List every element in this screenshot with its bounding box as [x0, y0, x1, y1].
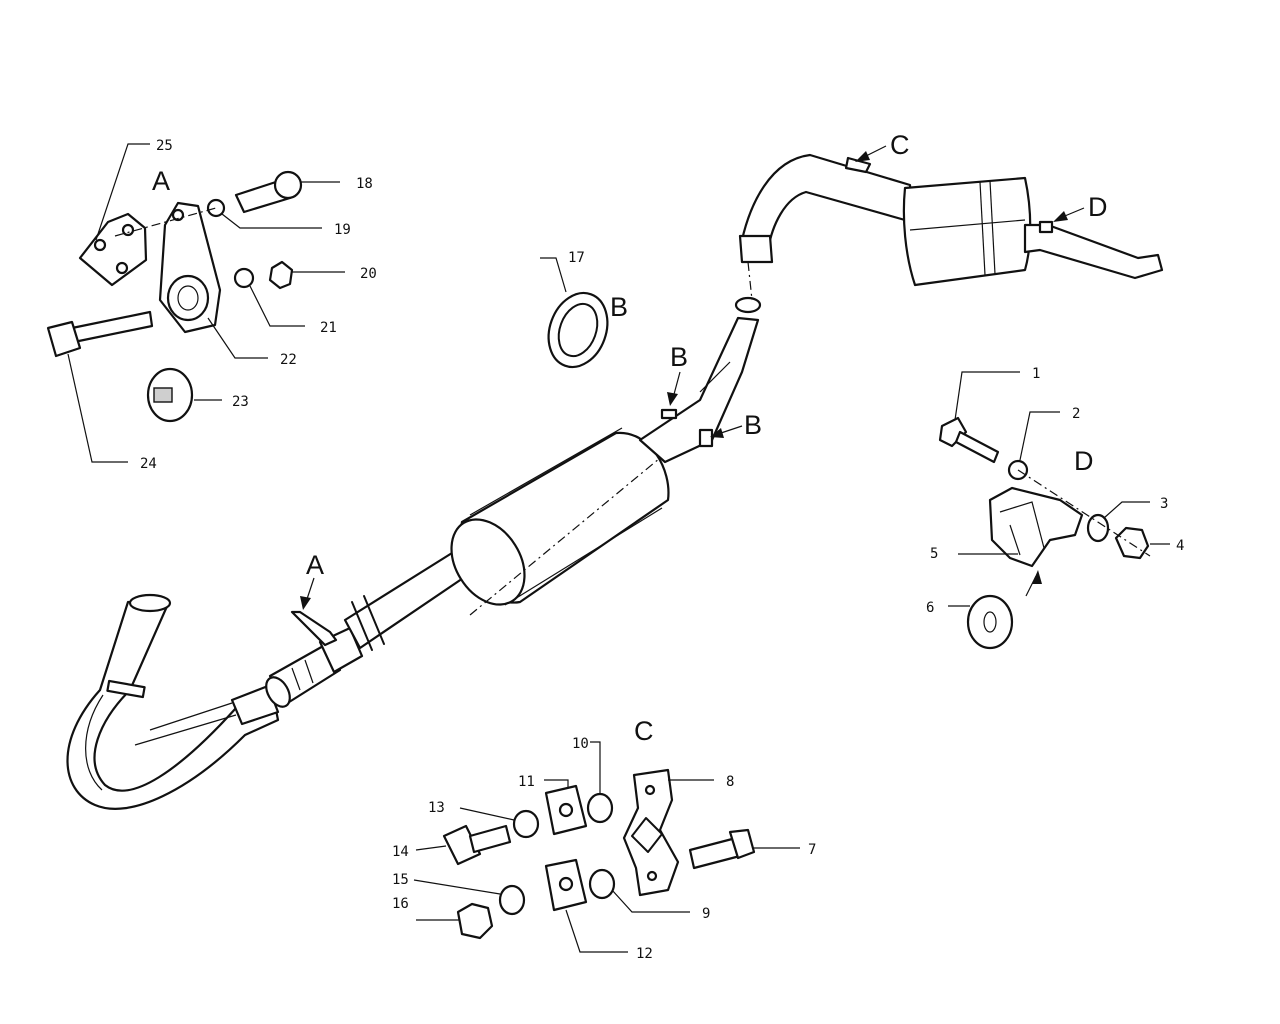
- callout-2: 2: [1072, 406, 1080, 422]
- detail-a-hanger: [46, 170, 303, 423]
- detail-d-clamp: [938, 416, 1151, 650]
- washer-15: [498, 884, 526, 916]
- callout-16: 16: [392, 896, 409, 912]
- detail-b-gasket: [547, 291, 609, 369]
- front-pipe: [66, 593, 280, 810]
- nut-20: [268, 260, 294, 290]
- detail-c-hanger: [442, 768, 756, 940]
- letter-c-detail: C: [634, 716, 654, 746]
- bolt-shank: [70, 310, 154, 344]
- callout-19: 19: [334, 222, 351, 238]
- callout-20: 20: [360, 266, 377, 282]
- callout-8: 8: [726, 774, 734, 790]
- callout-numbers: 25 18 19 20 21 22 23 24 17 1 2 3 4 5 6 7…: [140, 138, 1184, 962]
- callout-1: 1: [1032, 366, 1040, 382]
- bracket-8: [622, 768, 680, 897]
- callout-4: 4: [1176, 538, 1184, 554]
- callout-11: 11: [518, 774, 535, 790]
- washer-6: [966, 594, 1014, 650]
- bushing-9: [588, 868, 616, 900]
- callout-6: 6: [926, 600, 934, 616]
- callout-23: 23: [232, 394, 249, 410]
- washer-13: [512, 809, 540, 839]
- exhaust-assembly: [66, 153, 1164, 810]
- callout-24: 24: [140, 456, 157, 472]
- bolt-14-head: [442, 824, 482, 866]
- washer-3: [1086, 513, 1110, 543]
- washer-19: [206, 198, 226, 218]
- letter-b-gasket: B: [610, 292, 628, 322]
- bushing-10: [586, 792, 614, 824]
- callout-9: 9: [702, 906, 710, 922]
- letter-a-assembly: A: [306, 550, 324, 580]
- callout-7: 7: [808, 842, 816, 858]
- callout-15: 15: [392, 872, 409, 888]
- gasket-plate: [78, 212, 148, 287]
- callout-14: 14: [392, 844, 409, 860]
- callout-10: 10: [572, 736, 589, 752]
- callout-21: 21: [320, 320, 337, 336]
- letter-a-detail: A: [152, 166, 170, 196]
- tailpipe-rear-muffler: [738, 153, 1164, 287]
- callout-13: 13: [428, 800, 445, 816]
- letter-d-detail: D: [1074, 446, 1094, 476]
- callout-17: 17: [568, 250, 585, 266]
- callout-3: 3: [1160, 496, 1168, 512]
- slip-joint-clamp: [265, 610, 364, 708]
- callout-25: 25: [156, 138, 173, 154]
- letter-d-assembly: D: [1088, 192, 1108, 222]
- nut-16: [456, 902, 494, 940]
- callout-18: 18: [356, 176, 373, 192]
- detail-letters: A A B B B C C D D: [152, 130, 1108, 746]
- letter-c-assembly: C: [890, 130, 910, 160]
- rear-rising-pipe: [638, 261, 762, 464]
- letter-b-upper: B: [670, 342, 688, 372]
- leader-lines: [67, 143, 1170, 953]
- detail-arrows: [300, 145, 1085, 610]
- callout-22: 22: [280, 352, 297, 368]
- callout-12: 12: [636, 946, 653, 962]
- callout-5: 5: [930, 546, 938, 562]
- nut-4: [1114, 526, 1150, 560]
- letter-b-right: B: [744, 410, 762, 440]
- washer-21: [233, 267, 255, 289]
